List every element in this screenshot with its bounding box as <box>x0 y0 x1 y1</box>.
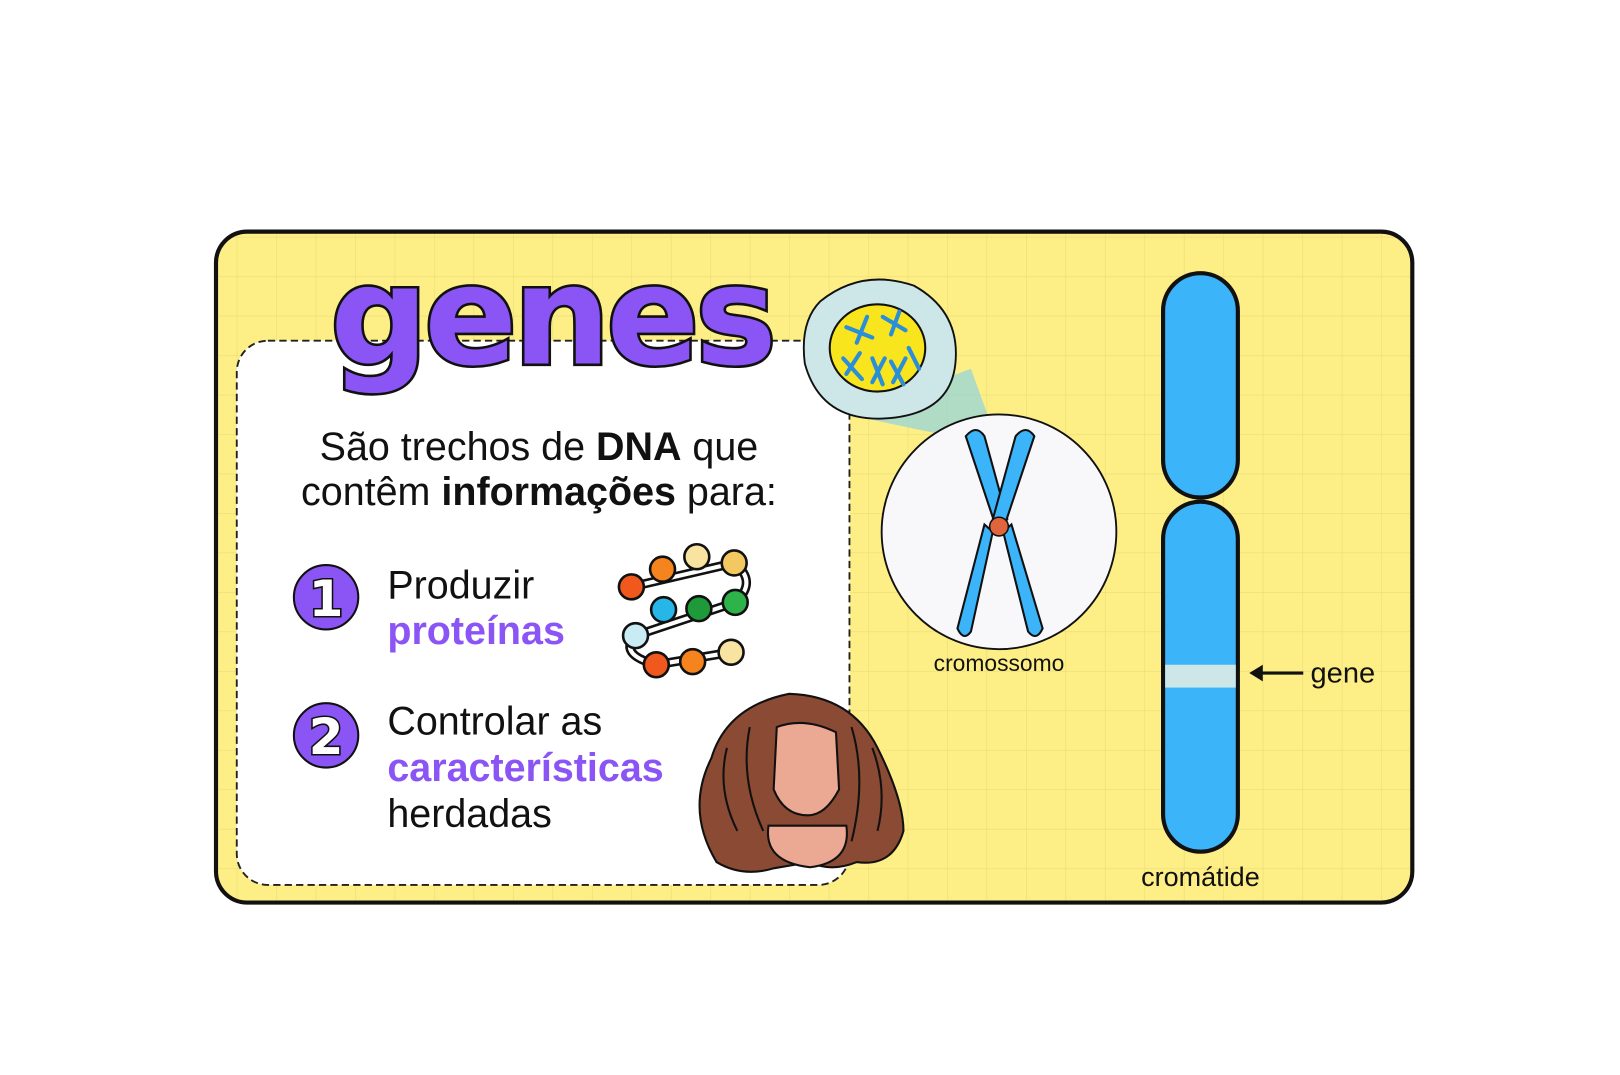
list-item-2: 2 Controlar as características herdadas <box>292 699 664 836</box>
arrow-left-icon <box>1249 664 1304 682</box>
chromosome-label: cromossomo <box>934 650 1065 676</box>
page-title: genes <box>330 238 772 397</box>
number-badge-2 <box>292 702 360 769</box>
chromosome-illustration: cromossomo <box>880 413 1118 676</box>
gene-band <box>1165 664 1236 688</box>
svg-text:1: 1 <box>309 570 344 628</box>
svg-text:Controlar as: Controlar as <box>387 699 602 743</box>
chromatid-label: cromátide <box>1141 862 1260 892</box>
svg-text:2: 2 <box>309 708 344 766</box>
cell-illustration <box>802 278 999 447</box>
list-item-1: 1 Produzir proteínas <box>292 563 565 653</box>
intro-line-2: contêm informações para: <box>301 470 777 514</box>
svg-text:Produzir: Produzir <box>387 563 534 607</box>
text-panel <box>235 339 851 886</box>
number-badge-1 <box>292 563 360 631</box>
svg-text:proteínas: proteínas <box>387 609 565 653</box>
svg-text:herdadas: herdadas <box>387 792 552 836</box>
intro-line-1: São trechos de DNA que <box>320 425 759 469</box>
svg-text:características: características <box>387 746 663 790</box>
chromatid-illustration <box>1161 271 1240 854</box>
gene-label: gene <box>1311 657 1376 689</box>
protein-chain-icon <box>617 542 752 679</box>
person-illustration <box>698 692 905 873</box>
